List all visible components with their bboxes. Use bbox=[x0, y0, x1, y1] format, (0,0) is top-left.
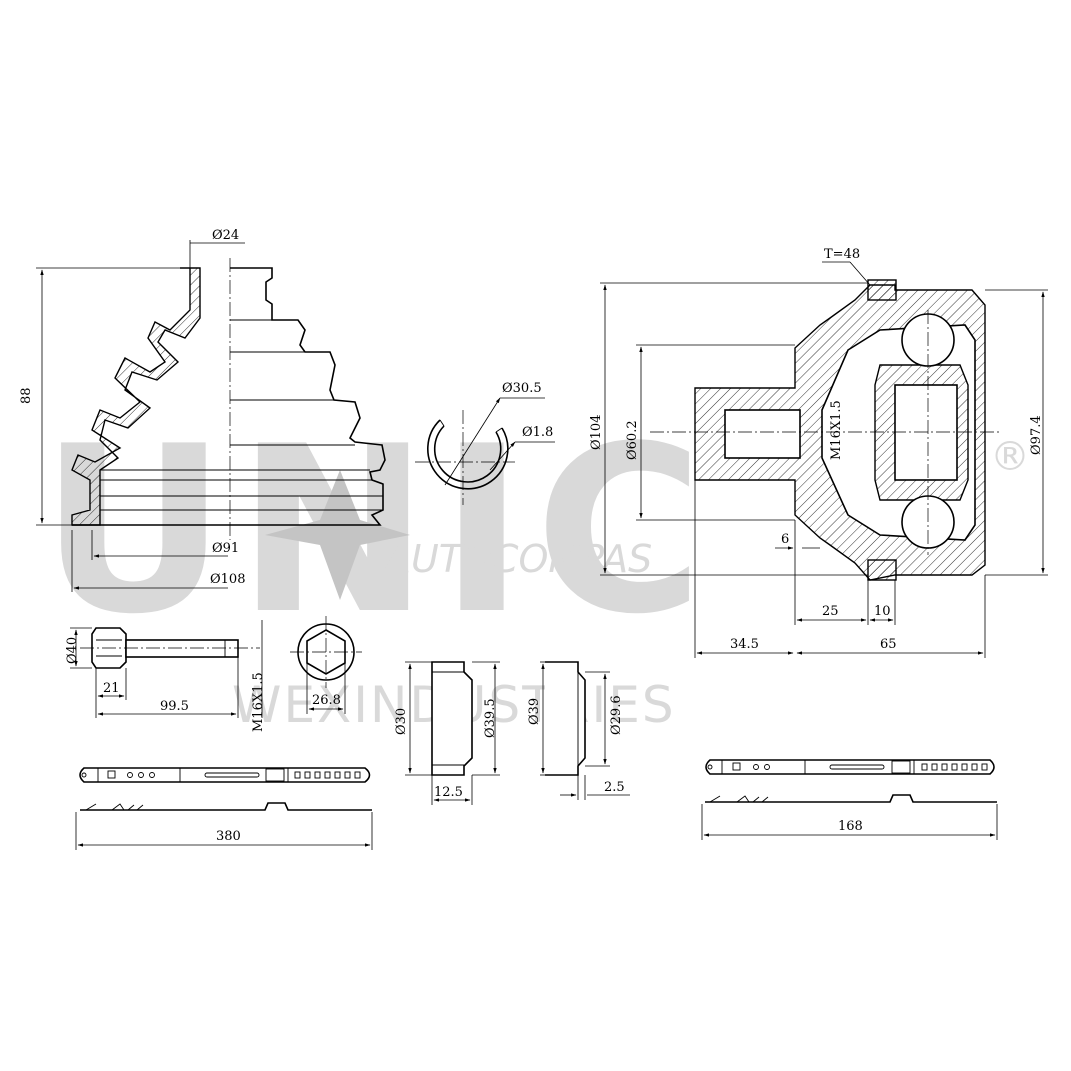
joint-bore bbox=[724, 409, 801, 459]
dim-bolt-head-dia: Ø40 bbox=[65, 637, 80, 664]
circlip: Ø30.5 Ø1.8 bbox=[415, 381, 555, 505]
dim-joint-teeth: T=48 bbox=[824, 247, 860, 262]
bolt: Ø40 21 99.5 M16X1.5 bbox=[65, 620, 266, 732]
star-logo-icon bbox=[265, 470, 410, 600]
watermark-autocompas: AUTOCOMPAS bbox=[382, 537, 652, 581]
watermark-registered: ® bbox=[990, 434, 1030, 480]
dim-joint-thread: M16X1.5 bbox=[829, 400, 844, 460]
washer: Ø39 Ø29.6 2.5 bbox=[527, 661, 630, 800]
dim-joint-seat-dia: Ø97.4 bbox=[1029, 415, 1044, 455]
dim-joint-len-10: 10 bbox=[874, 604, 891, 619]
dim-joint-len-34-5: 34.5 bbox=[730, 637, 759, 652]
cv-boot: Ø24 88 Ø91 Ø108 bbox=[19, 228, 386, 592]
dim-boot-small-dia: Ø24 bbox=[212, 228, 239, 243]
clamp-buckle bbox=[891, 760, 911, 774]
clamp-buckle bbox=[265, 768, 285, 782]
bushing-body bbox=[431, 661, 473, 776]
dim-washer-outer-dia: Ø39 bbox=[527, 698, 542, 725]
circlip-inner bbox=[433, 425, 502, 483]
dim-bush-outer-dia: Ø39.5 bbox=[483, 698, 498, 738]
clamp-side-view bbox=[80, 802, 372, 811]
dim-joint-shaft-dia: Ø60.2 bbox=[625, 420, 640, 460]
cv-joint: T=48 Ø104 Ø60.2 M16X1.5 Ø97.4 6 25 10 bbox=[589, 247, 1048, 658]
dim-bolt-head-len: 21 bbox=[103, 681, 120, 696]
dim-clamp-big-len: 380 bbox=[216, 829, 241, 844]
bolt-shank bbox=[125, 639, 239, 658]
dim-bolt-thread: M16X1.5 bbox=[251, 672, 266, 732]
boot-section bbox=[71, 267, 201, 526]
dim-bush-len: 12.5 bbox=[434, 785, 463, 800]
dim-bolt-len: 99.5 bbox=[160, 699, 189, 714]
dim-boot-height: 88 bbox=[19, 387, 34, 404]
dim-clamp-small-len: 168 bbox=[838, 819, 863, 834]
dim-circlip-wire: Ø1.8 bbox=[522, 425, 553, 440]
clamp-small: 168 bbox=[701, 759, 998, 840]
dim-circlip-dia: Ø30.5 bbox=[502, 381, 542, 396]
hex-nut: 26.8 bbox=[290, 616, 362, 714]
bushing: Ø30 Ø39.5 12.5 bbox=[394, 661, 500, 805]
dim-washer-inner-dia: Ø29.6 bbox=[609, 695, 624, 735]
dim-bush-inner-dia: Ø30 bbox=[394, 708, 409, 735]
clamp-big: 380 bbox=[75, 767, 373, 850]
dim-joint-outer-dia: Ø104 bbox=[589, 415, 604, 450]
dim-boot-inner-dia: Ø91 bbox=[212, 541, 239, 556]
dim-washer-thick: 2.5 bbox=[604, 780, 625, 795]
dim-joint-len-6: 6 bbox=[781, 532, 789, 547]
race-bore bbox=[894, 384, 958, 481]
dim-nut-size: 26.8 bbox=[312, 693, 341, 708]
dim-joint-len-65: 65 bbox=[880, 637, 897, 652]
washer-body bbox=[545, 661, 586, 776]
dim-boot-outer-dia: Ø108 bbox=[210, 572, 245, 587]
clamp-side-view bbox=[705, 794, 997, 803]
clamp-band bbox=[79, 767, 371, 783]
clamp-band bbox=[705, 759, 995, 775]
dim-joint-len-25: 25 bbox=[822, 604, 839, 619]
